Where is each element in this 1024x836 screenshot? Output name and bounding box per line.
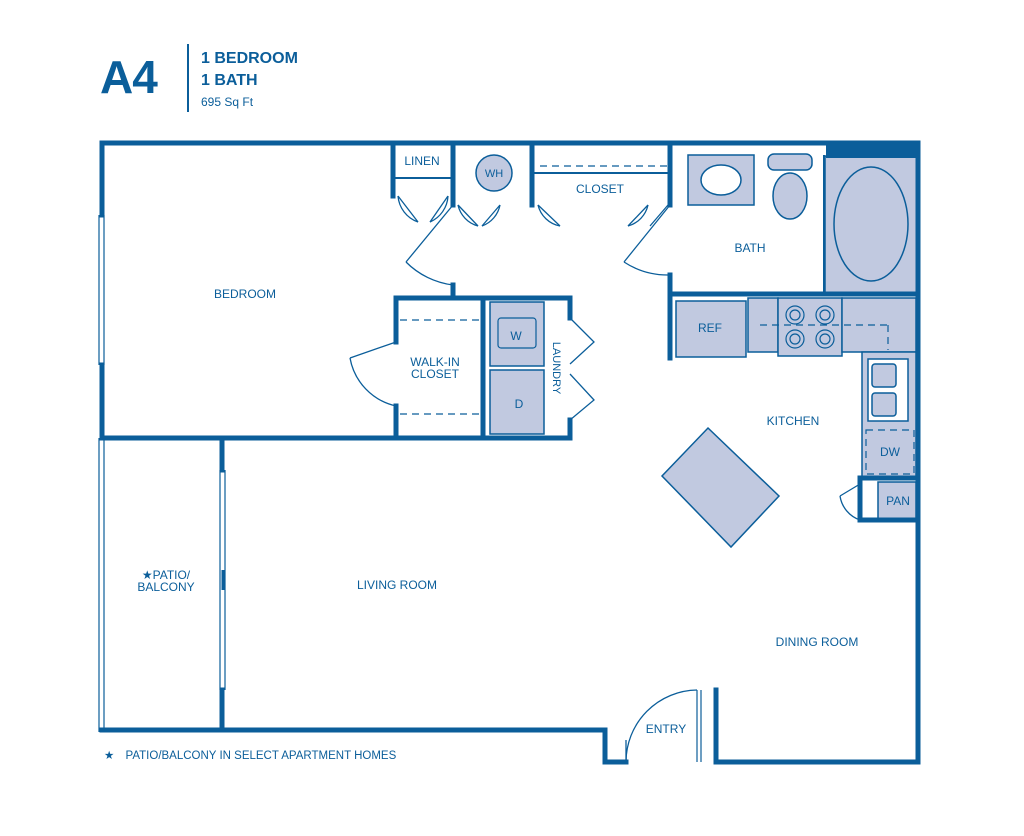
kitchen-sink-basin — [871, 363, 897, 388]
bathroom-sink-icon — [700, 164, 742, 196]
stove-burners — [497, 305, 835, 349]
stove — [777, 297, 843, 357]
bathtub-basin — [833, 166, 909, 282]
label-dryer: D — [515, 397, 524, 411]
label-patio-1: ★PATIO/ — [142, 568, 191, 582]
footnote: ★ PATIO/BALCONY IN SELECT APARTMENT HOME… — [104, 748, 396, 762]
toilet-tank — [767, 153, 813, 171]
fixtures — [475, 153, 918, 549]
label-refrigerator: REF — [698, 321, 722, 335]
label-water-heater: WH — [485, 168, 503, 180]
burner-icon — [815, 329, 835, 349]
bath-count: 1 BATH — [201, 72, 258, 89]
dashed-lines — [400, 165, 915, 475]
label-closet: CLOSET — [576, 182, 625, 196]
burner-icon — [785, 305, 805, 325]
header-divider — [187, 44, 189, 112]
label-laundry: LAUNDRY — [550, 342, 562, 395]
label-dining-room: DINING ROOM — [776, 635, 859, 649]
windows — [98, 215, 702, 762]
label-bath: BATH — [734, 241, 765, 255]
label-dishwasher: DW — [880, 445, 901, 459]
kitchen-counter — [841, 297, 917, 353]
refrigerator — [675, 300, 747, 358]
burner-icon — [785, 329, 805, 349]
label-kitchen: KITCHEN — [767, 414, 820, 428]
burner-icon — [815, 305, 835, 325]
label-living-room: LIVING ROOM — [357, 578, 437, 592]
room-labels: BEDROOM LINEN WH CLOSET BATH WALK-IN CLO… — [137, 154, 910, 736]
label-pantry: PAN — [886, 494, 910, 508]
dryer — [489, 369, 545, 435]
kitchen-sink-basin — [871, 392, 897, 417]
label-entry: ENTRY — [646, 722, 686, 736]
wall-band — [826, 141, 920, 158]
washer — [489, 301, 545, 367]
kitchen-island — [660, 426, 781, 549]
label-bedroom: BEDROOM — [214, 287, 276, 301]
bathroom-vanity — [687, 154, 755, 206]
label-walk-in-closet-2: CLOSET — [411, 367, 460, 381]
burner-icon — [819, 333, 831, 345]
square-footage: 695 Sq Ft — [201, 95, 254, 109]
label-linen: LINEN — [404, 154, 439, 168]
label-washer: W — [510, 329, 522, 343]
label-patio-2: BALCONY — [137, 580, 194, 594]
label-walk-in-closet-1: WALK-IN — [410, 355, 460, 369]
toilet-icon — [772, 172, 808, 220]
footnote-text: PATIO/BALCONY IN SELECT APARTMENT HOMES — [125, 750, 397, 762]
washer-drum — [497, 317, 537, 349]
footnote-star-icon: ★ — [104, 750, 115, 762]
walls — [99, 140, 921, 765]
burner-icon — [789, 333, 801, 345]
bedroom-count: 1 BEDROOM — [201, 50, 298, 67]
burner-icon — [789, 309, 801, 321]
burner-icon — [819, 309, 831, 321]
doors — [349, 195, 861, 763]
unit-code: A4 — [100, 51, 158, 103]
water-heater-icon — [475, 154, 513, 192]
